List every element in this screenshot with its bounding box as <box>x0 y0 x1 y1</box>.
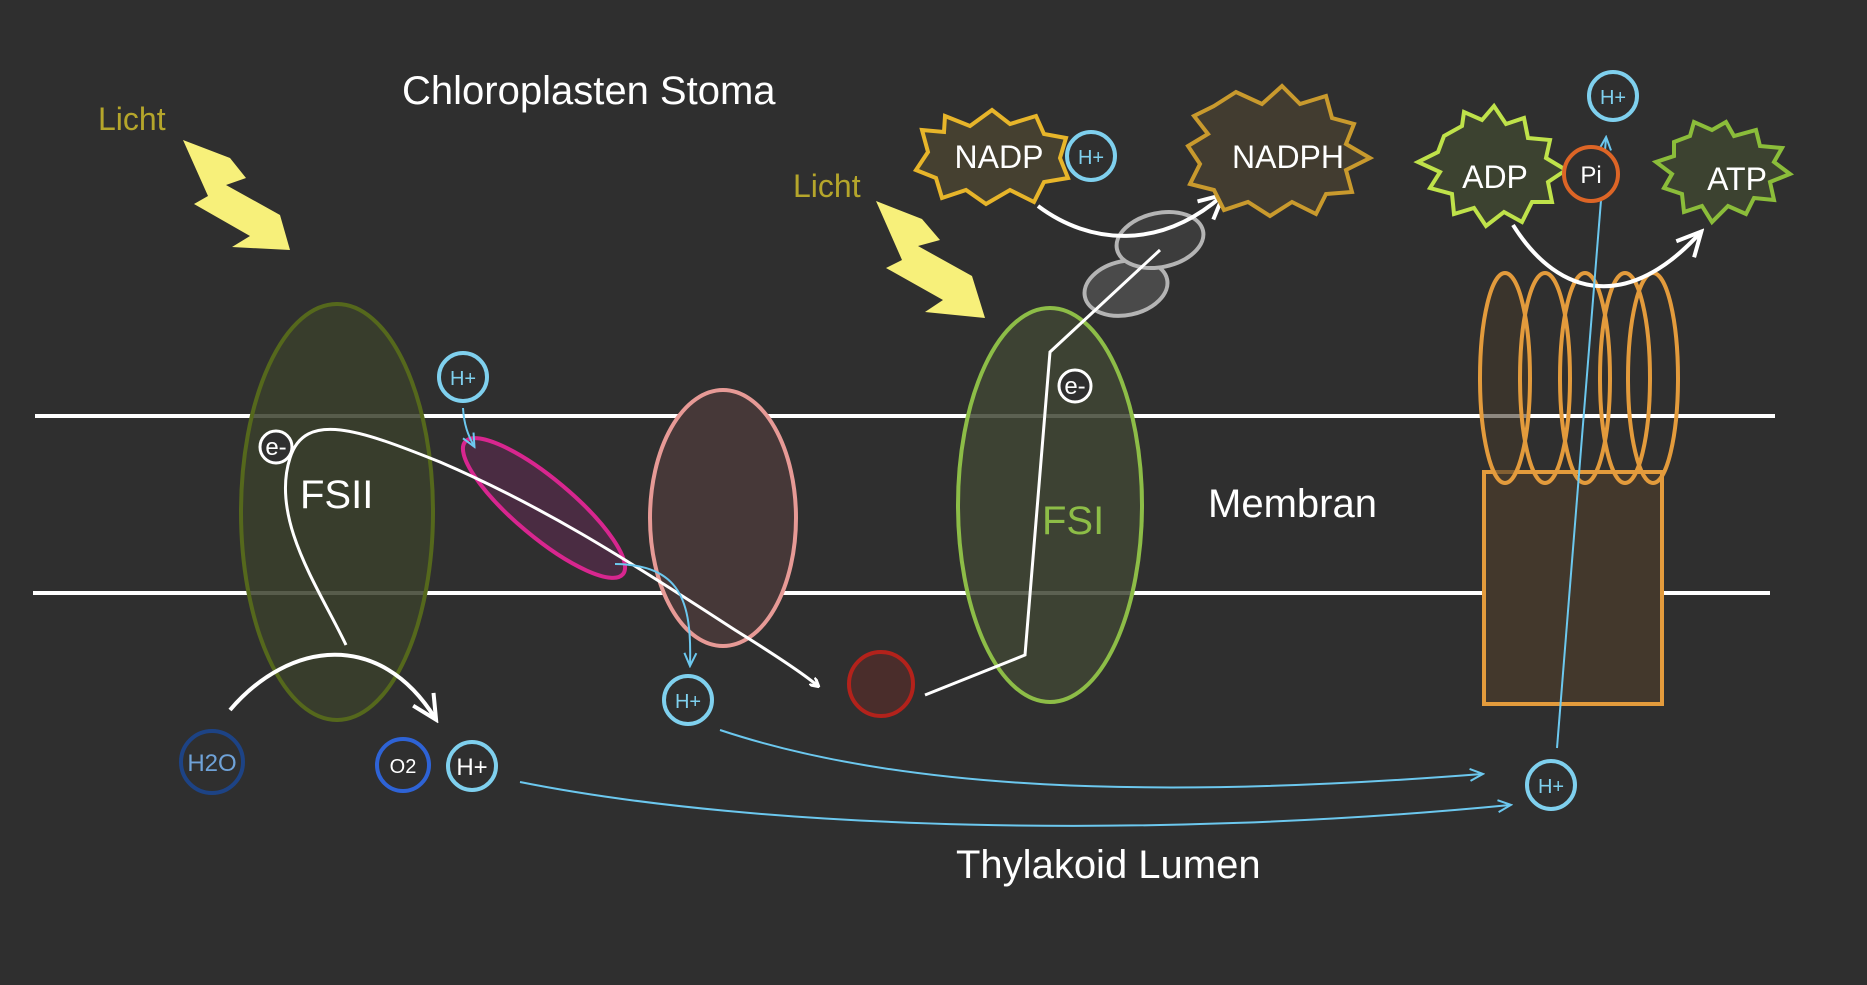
lightning-bolt-icon-1 <box>183 140 290 250</box>
electron-path-fsi <box>924 248 1162 697</box>
h-plus-badge-cytochrome: H+ <box>662 674 714 726</box>
svg-text:e-: e- <box>1064 373 1085 400</box>
proton-arrow-to-synthase-1 <box>719 729 1482 789</box>
svg-text:ATP: ATP <box>1707 161 1767 197</box>
svg-text:O2: O2 <box>390 756 417 778</box>
cytochrome-complex <box>648 388 798 648</box>
photosystem-ii <box>239 302 435 722</box>
electron-badge-fsii: e- <box>258 429 294 465</box>
nadp-molecule: NADP <box>912 107 1071 207</box>
water-splitting-arrow <box>228 652 435 718</box>
adp-molecule: ADP <box>1413 102 1570 229</box>
nadp-reduction-arrow <box>1036 196 1222 238</box>
atp-synthase <box>1478 271 1680 706</box>
proton-arrow-through-synthase <box>1556 138 1606 749</box>
electron-path-fsii <box>284 427 818 686</box>
svg-text:ADP: ADP <box>1462 159 1528 195</box>
light-label-2: Licht <box>793 168 861 204</box>
proton-arrow-into-pq <box>462 407 474 446</box>
svg-text:H2O: H2O <box>187 750 236 777</box>
h-plus-badge-water: H+ <box>446 740 498 792</box>
svg-text:Pi: Pi <box>1580 162 1601 189</box>
membrane-label: Membran <box>1208 482 1377 526</box>
h-plus-badge-nadp: H+ <box>1065 130 1117 182</box>
atp-molecule: ATP <box>1651 119 1795 226</box>
photosystem-ii-label: FSII <box>300 473 373 517</box>
svg-text:NADPH: NADPH <box>1232 139 1344 175</box>
ferredoxin-upper <box>1114 210 1206 270</box>
nadph-molecule: NADPH <box>1185 83 1375 219</box>
svg-text:e-: e- <box>265 434 286 461</box>
h-plus-badge-top: H+ <box>1587 70 1639 122</box>
stroma-title: Chloroplasten Stoma <box>402 69 776 113</box>
svg-text:H+: H+ <box>675 691 701 713</box>
svg-text:H+: H+ <box>1078 147 1104 169</box>
svg-text:H+: H+ <box>1538 776 1564 798</box>
h2o-molecule: H2O <box>179 729 245 795</box>
svg-text:H+: H+ <box>1600 87 1626 109</box>
svg-text:H+: H+ <box>456 754 487 781</box>
light-label-1: Licht <box>98 101 166 137</box>
o2-molecule: O2 <box>375 737 431 793</box>
lumen-label: Thylakoid Lumen <box>956 843 1261 887</box>
h-plus-badge-stroma: H+ <box>437 351 489 403</box>
pi-molecule: Pi <box>1562 145 1620 203</box>
proton-arrow-to-synthase-2 <box>519 781 1510 827</box>
photosystem-i-label: FSI <box>1042 499 1104 543</box>
svg-text:NADP: NADP <box>955 139 1044 175</box>
h-plus-badge-synthase: H+ <box>1525 759 1577 811</box>
photosystem-i <box>956 306 1144 704</box>
electron-badge-fsi: e- <box>1057 368 1093 404</box>
lightning-bolt-icon-2 <box>876 201 985 318</box>
proton-arrow-pq-to-lumen <box>614 563 690 665</box>
plastocyanin <box>847 650 915 718</box>
atp-formation-arrow <box>1511 223 1700 289</box>
svg-text:H+: H+ <box>450 368 476 390</box>
